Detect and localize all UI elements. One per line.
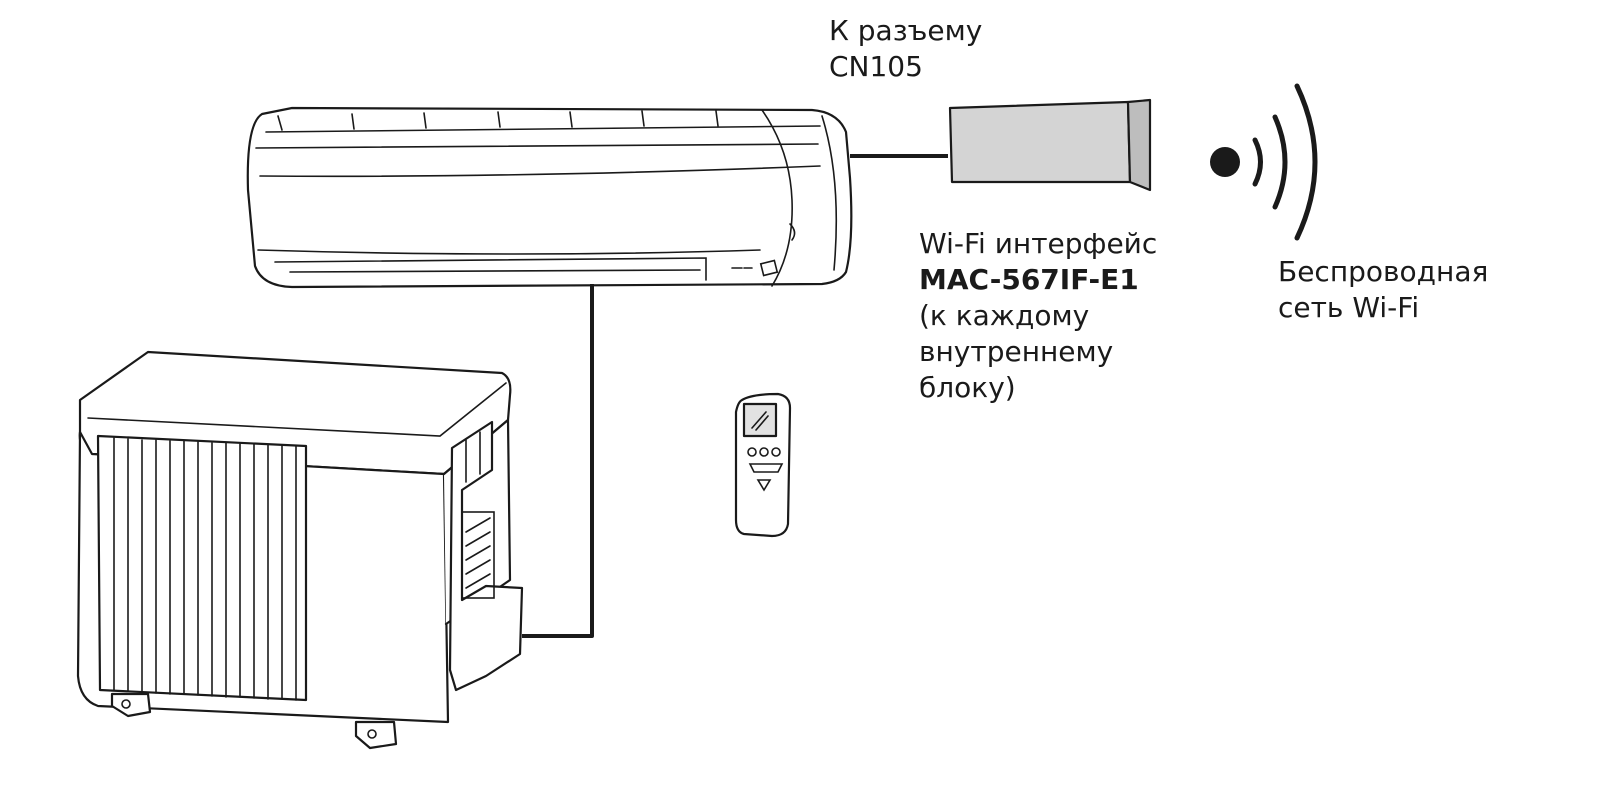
connector-line-2: CN105 [829, 50, 923, 83]
wifi-signal-icon [1210, 83, 1318, 241]
interface-note-3: блоку) [919, 371, 1016, 404]
wifi-interface-module-icon [948, 98, 1152, 192]
connection-cable [522, 284, 594, 638]
outdoor-unit-icon [76, 350, 524, 750]
interface-title: Wi-Fi интерфейс [919, 227, 1158, 260]
connector-label: К разъему CN105 [829, 13, 982, 85]
interface-model: MAC-567IF-E1 [919, 263, 1139, 296]
indoor-unit-icon [246, 106, 853, 289]
interface-label: Wi-Fi интерфейс MAC-567IF-E1 (к каждому … [919, 226, 1157, 406]
remote-control-icon [734, 392, 792, 538]
connector-line-1: К разъему [829, 14, 983, 47]
interface-note-1: (к каждому [919, 299, 1090, 332]
wireless-network-label: Беспроводная сеть Wi-Fi [1278, 254, 1488, 326]
wireless-line-2: сеть Wi-Fi [1278, 291, 1420, 324]
wireless-line-1: Беспроводная [1278, 255, 1489, 288]
interface-note-2: внутреннему [919, 335, 1114, 368]
